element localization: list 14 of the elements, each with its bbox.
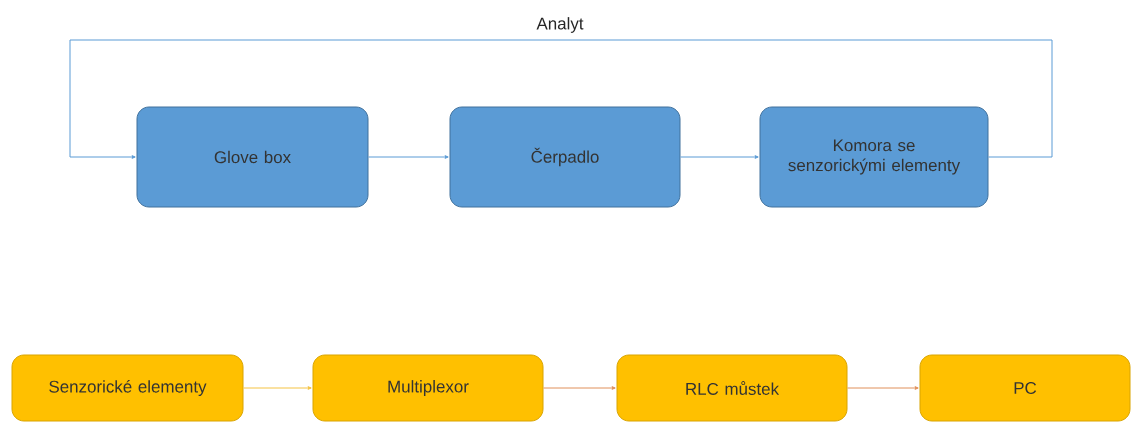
process-box: RLC můstek [616, 354, 848, 422]
arrow [69, 39, 1053, 159]
process-box: Čerpadlo [449, 106, 681, 208]
arrow [680, 155, 759, 159]
process-box: Komora se senzorickými elementy [759, 106, 989, 208]
arrow [847, 386, 919, 390]
process-box: Senzorické elementy [11, 354, 244, 422]
process-box: PC [919, 354, 1131, 422]
edge-label: Analyt [535, 16, 585, 34]
process-box: Glove box [136, 106, 369, 208]
process-box: Multiplexor [312, 354, 544, 422]
arrow [543, 386, 616, 390]
arrow [368, 155, 449, 159]
arrow [243, 386, 312, 390]
